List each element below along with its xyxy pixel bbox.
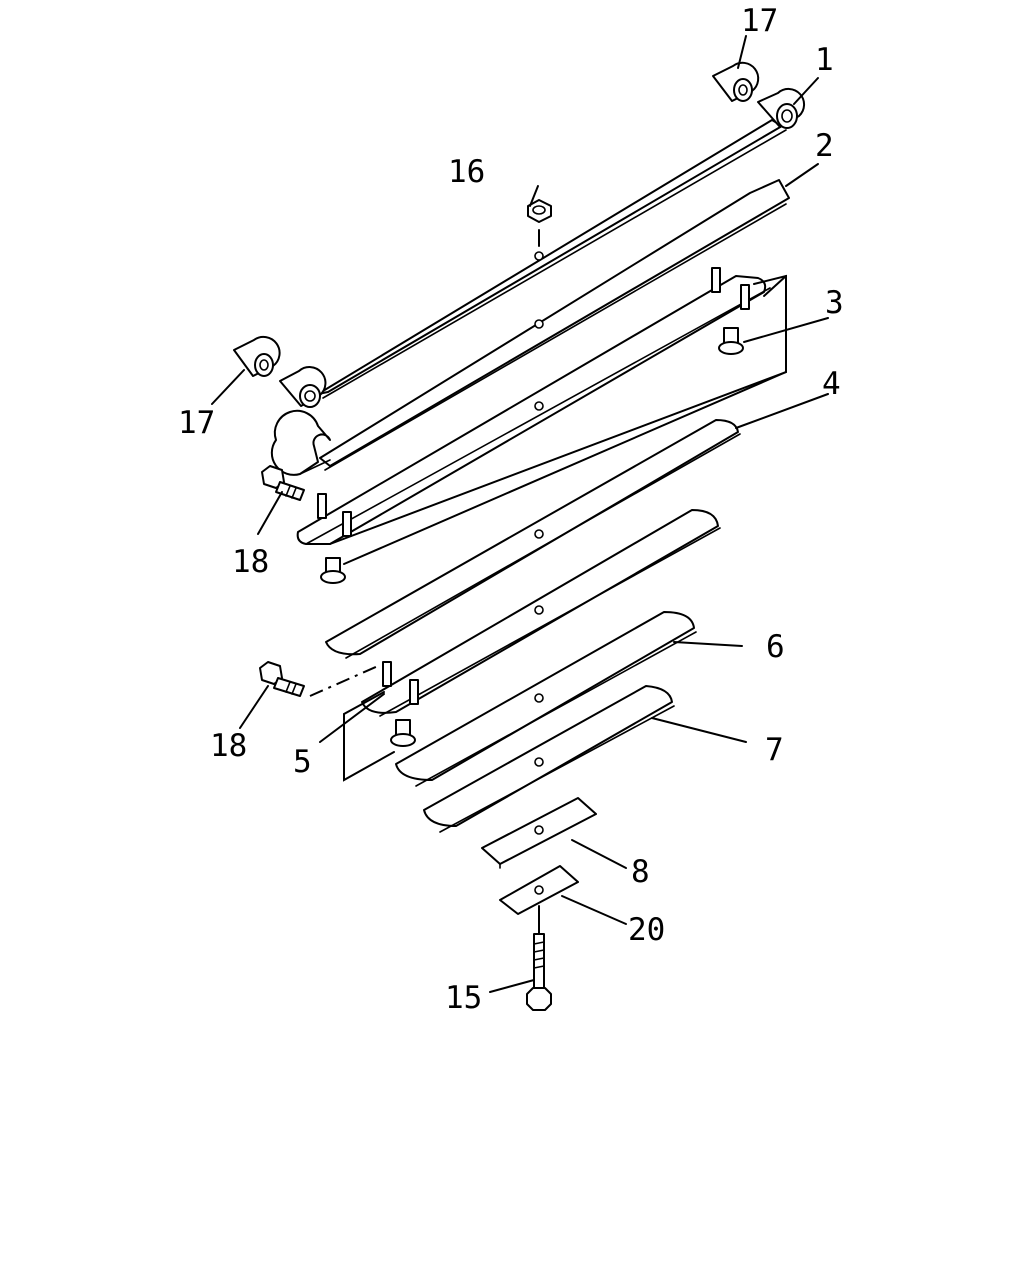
callout-7: 7 [765,732,784,768]
callout-20: 20 [628,912,665,948]
callout-16: 16 [448,154,485,190]
leaf-1-front-eye [279,366,327,408]
leaf-1-rear-eye [757,88,806,129]
callout-15: 15 [445,980,482,1016]
callout-2: 2 [815,128,834,164]
pad-8 [481,797,597,869]
bushing-17-top [712,61,760,102]
callout-4: 4 [822,366,841,402]
center-bolt-15 [526,905,552,1011]
callout-18-lower: 18 [210,728,247,764]
callout-17-top: 17 [741,3,778,39]
leaf-4 [325,419,741,659]
callout-17-left: 17 [178,405,215,441]
callout-1: 1 [815,42,834,78]
leaf-5-group-bracket [343,691,395,782]
leaf-7 [423,685,675,833]
leader-lines [211,35,829,993]
bolt-18-lower [259,661,379,697]
leaf-6 [395,611,697,787]
callout-5: 5 [293,744,312,780]
nut-16 [527,199,552,247]
leaf-3-group-bracket [329,274,787,545]
clip-bolt-rear [718,317,829,355]
bushing-17-left [233,335,281,377]
leaf-2-wrapped-leaf [319,179,790,471]
callout-3: 3 [825,285,844,321]
leaf-3-clip-rear [711,267,750,310]
plate-20 [499,865,579,915]
callout-18-upper: 18 [232,544,269,580]
callout-6: 6 [766,629,785,665]
leaf-5-clipped-leaf [361,509,721,717]
leaf-2-wrap-eye [270,409,331,476]
clip-bolt-front [320,557,346,584]
callout-8: 8 [631,854,650,890]
leaf-3-clipped-leaf [296,275,771,545]
bolt-18-upper [261,465,305,501]
leaf-3-clip-front [317,493,352,537]
leaf-1-main-leaf [317,119,787,399]
leaf-5-clip-bolt [390,719,416,747]
